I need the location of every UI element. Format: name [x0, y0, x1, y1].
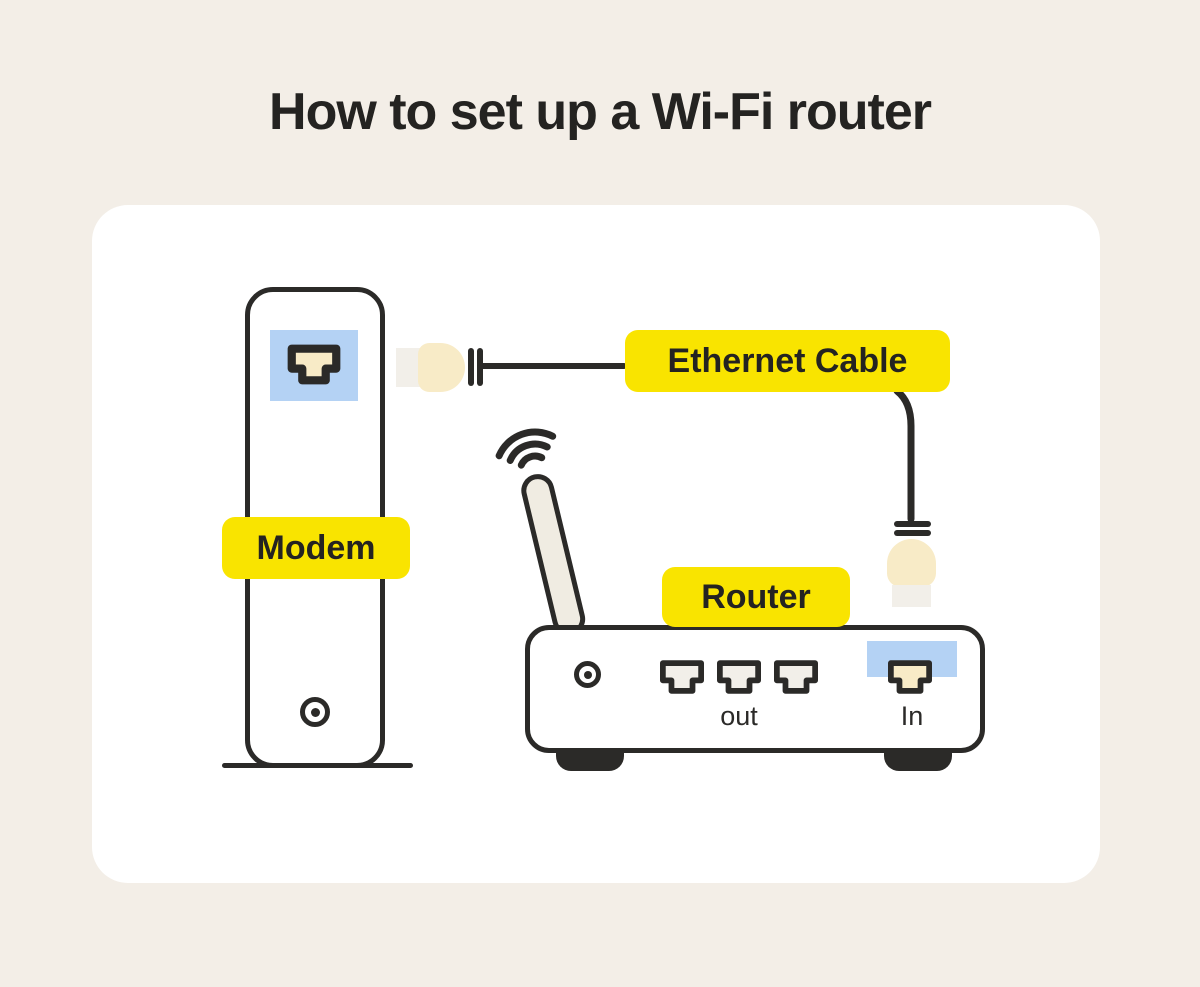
power-indicator-icon: [300, 697, 330, 727]
ethernet-port-icon: [717, 660, 761, 699]
router-foot: [556, 750, 624, 771]
plug-connector-bar: [468, 348, 474, 386]
ethernet-cable-label: Ethernet Cable: [625, 330, 950, 392]
power-indicator-icon: [574, 661, 601, 688]
router-foot: [884, 750, 952, 771]
in-port-caption: In: [900, 701, 924, 731]
page-title: How to set up a Wi-Fi router: [269, 83, 932, 141]
ethernet-plug-base: [892, 585, 931, 607]
router-label-text: Router: [701, 577, 811, 616]
plug-connector-bar: [894, 530, 931, 536]
ethernet-cable-line: [480, 363, 627, 369]
ethernet-port-icon: [774, 660, 818, 699]
router-label: Router: [662, 567, 850, 627]
ethernet-port-icon: [660, 660, 704, 699]
out-ports-caption: out: [720, 701, 758, 731]
plug-connector-bar: [894, 521, 931, 527]
modem-label-text: Modem: [256, 528, 376, 567]
ethernet-plug-head: [887, 539, 936, 587]
ethernet-plug-head: [418, 343, 465, 392]
ethernet-port-icon: [287, 344, 341, 390]
modem-label: Modem: [222, 517, 410, 579]
ethernet-cable-label-text: Ethernet Cable: [667, 341, 908, 380]
ethernet-port-icon: [888, 660, 932, 699]
